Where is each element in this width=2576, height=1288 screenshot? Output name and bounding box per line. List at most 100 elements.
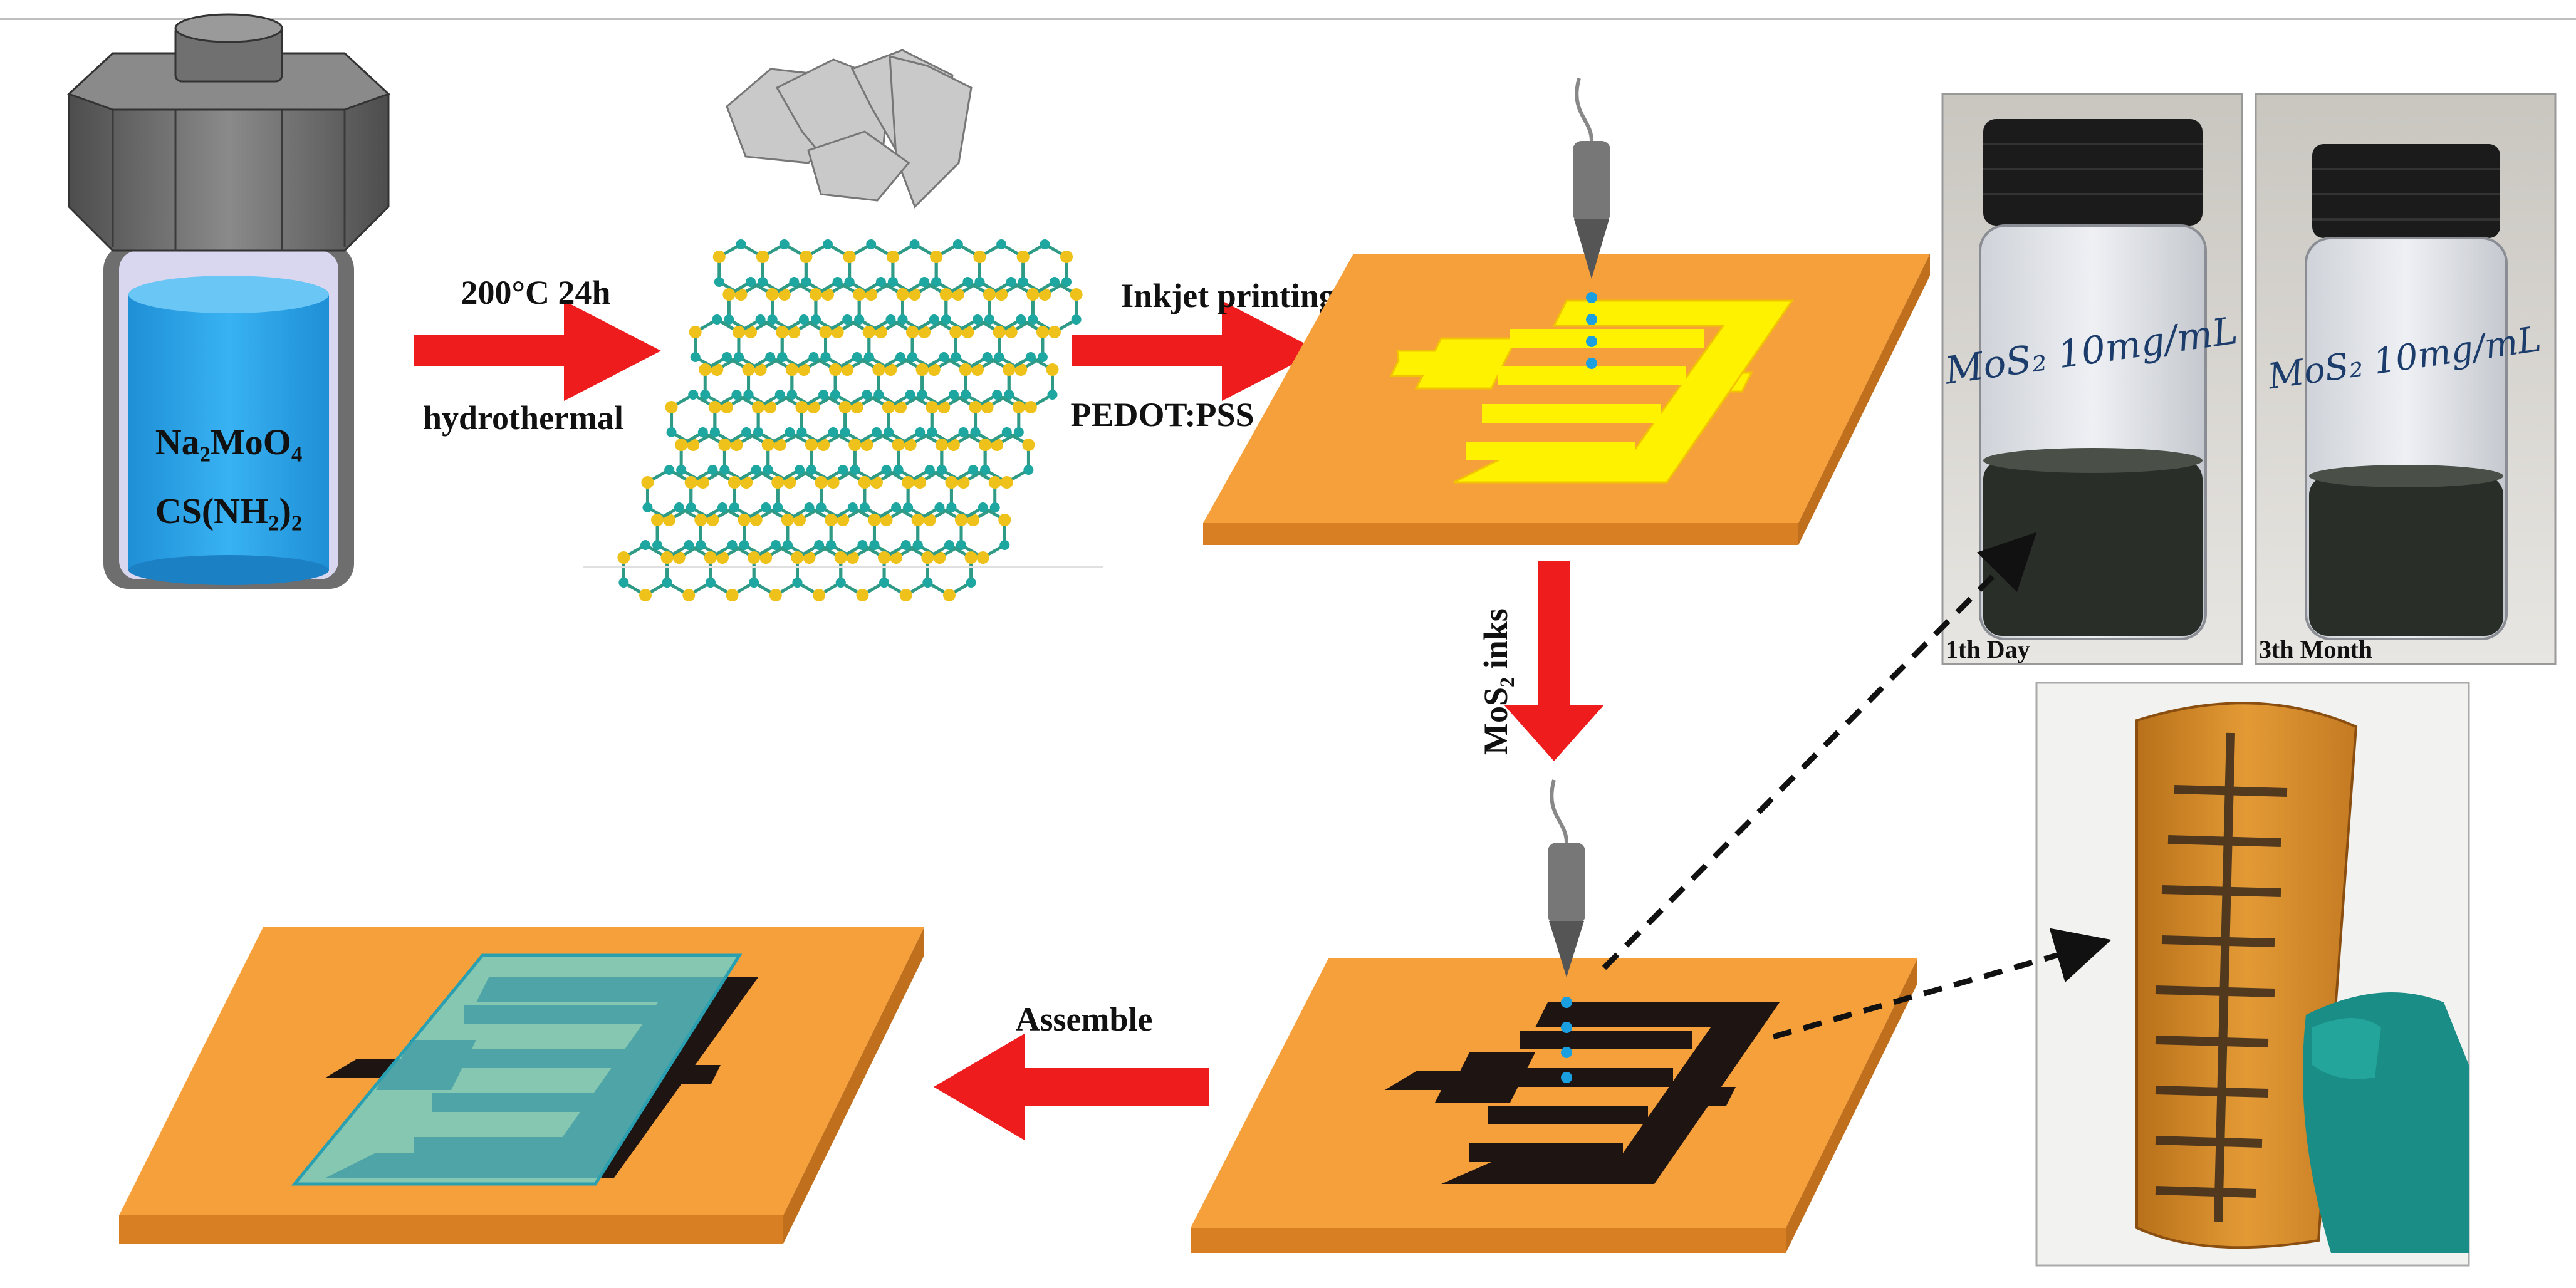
arrow-assemble bbox=[934, 1034, 1209, 1140]
arrow-hydrothermal bbox=[414, 301, 661, 401]
s-atom bbox=[705, 578, 716, 588]
s-atom bbox=[917, 390, 927, 400]
s-atom bbox=[782, 540, 793, 550]
s-atom bbox=[1071, 314, 1082, 325]
s-atom bbox=[968, 465, 979, 475]
mo-atom bbox=[998, 514, 1011, 526]
mo-atom bbox=[726, 589, 739, 601]
s-atom bbox=[842, 314, 853, 325]
mo-atom bbox=[874, 326, 887, 338]
s-atom bbox=[1006, 277, 1016, 287]
s-atom bbox=[729, 502, 740, 512]
mo-atom bbox=[740, 476, 753, 489]
s-atom bbox=[1001, 427, 1012, 437]
s-atom bbox=[719, 465, 730, 475]
mo-atom bbox=[752, 401, 765, 413]
flexible-sensor-photo bbox=[2035, 682, 2470, 1267]
mo-atom bbox=[846, 551, 859, 564]
mo-atom bbox=[759, 551, 773, 564]
s-atom bbox=[792, 578, 803, 588]
s-atom bbox=[712, 314, 722, 325]
mo-atom bbox=[1016, 251, 1030, 263]
step4-label: Assemble bbox=[1016, 1000, 1153, 1038]
mo-atom bbox=[848, 439, 862, 451]
mos2-nanosheets-icon bbox=[726, 49, 973, 209]
mo-atom bbox=[865, 288, 878, 301]
s-atom bbox=[881, 465, 892, 475]
mo-atom bbox=[945, 476, 958, 489]
s-atom bbox=[912, 540, 923, 550]
s-atom bbox=[924, 465, 935, 475]
s-atom bbox=[751, 465, 761, 475]
mo-atom bbox=[1014, 363, 1028, 376]
mo-atom bbox=[749, 514, 763, 526]
vial-photo-day1: MoS₂ 10mg/mL 1th Day bbox=[1941, 93, 2243, 665]
s-atom bbox=[686, 502, 696, 512]
s-atom bbox=[830, 390, 841, 400]
mo-atom bbox=[761, 439, 774, 451]
mo-atom bbox=[981, 401, 994, 413]
s-atom bbox=[1028, 314, 1038, 325]
mo-atom bbox=[878, 551, 891, 564]
s-atom bbox=[978, 502, 988, 512]
mo-atom bbox=[927, 363, 941, 376]
s-atom bbox=[893, 465, 904, 475]
s-atom bbox=[666, 427, 677, 437]
s-atom bbox=[774, 390, 785, 400]
mo-atom bbox=[949, 326, 962, 338]
s-atom bbox=[905, 390, 915, 400]
s-atom bbox=[739, 540, 749, 550]
s-atom bbox=[1040, 239, 1050, 249]
mo-atom bbox=[1022, 439, 1035, 451]
s-atom bbox=[758, 277, 768, 287]
s-atom bbox=[746, 277, 756, 287]
step3-label: MoS₂ inks bbox=[1477, 608, 1515, 755]
mo-atom bbox=[969, 401, 982, 413]
mo-atom bbox=[766, 288, 779, 301]
s-atom bbox=[767, 314, 778, 325]
mo-atom bbox=[827, 476, 840, 489]
mo-atom bbox=[805, 439, 818, 451]
mo-atom bbox=[955, 514, 968, 526]
inkjet-nozzle-icon-2 bbox=[1548, 779, 1585, 1083]
mo-atom bbox=[899, 589, 912, 601]
s-atom bbox=[794, 465, 805, 475]
s-atom bbox=[895, 352, 906, 362]
s-atom bbox=[852, 352, 862, 362]
mo-atom bbox=[894, 401, 907, 413]
s-atom bbox=[922, 578, 933, 588]
mo-atom bbox=[803, 551, 816, 564]
mo-atom bbox=[884, 363, 897, 376]
arrow-mos2-inks bbox=[1504, 561, 1604, 761]
s-atom bbox=[816, 502, 827, 512]
mo-atom bbox=[979, 439, 992, 451]
s-atom bbox=[847, 502, 858, 512]
s-atom bbox=[810, 314, 821, 325]
s-atom bbox=[1004, 390, 1014, 400]
s-atom bbox=[804, 502, 815, 512]
step1-top-label: 200°C 24h bbox=[461, 274, 610, 311]
mo-atom bbox=[617, 551, 630, 564]
s-atom bbox=[838, 465, 848, 475]
mo-atom bbox=[1070, 288, 1083, 301]
s-atom bbox=[736, 239, 746, 249]
mo-atom bbox=[837, 514, 850, 526]
mo-atom bbox=[720, 401, 733, 413]
s-atom bbox=[642, 502, 653, 512]
mos2-lattice-icon bbox=[617, 239, 1083, 601]
mo-atom bbox=[902, 476, 915, 489]
s-atom bbox=[741, 427, 752, 437]
s-atom bbox=[1018, 277, 1028, 287]
mo-atom bbox=[1024, 401, 1037, 413]
s-atom bbox=[826, 540, 837, 550]
s-atom bbox=[962, 277, 973, 287]
mo-atom bbox=[988, 476, 1001, 489]
s-atom bbox=[934, 502, 945, 512]
mo-atom bbox=[961, 326, 974, 338]
mo-atom bbox=[1038, 288, 1051, 301]
s-atom bbox=[952, 239, 963, 249]
mo-atom bbox=[860, 439, 873, 451]
mo-atom bbox=[973, 251, 986, 263]
mo-atom bbox=[1000, 476, 1013, 489]
s-atom bbox=[885, 314, 896, 325]
